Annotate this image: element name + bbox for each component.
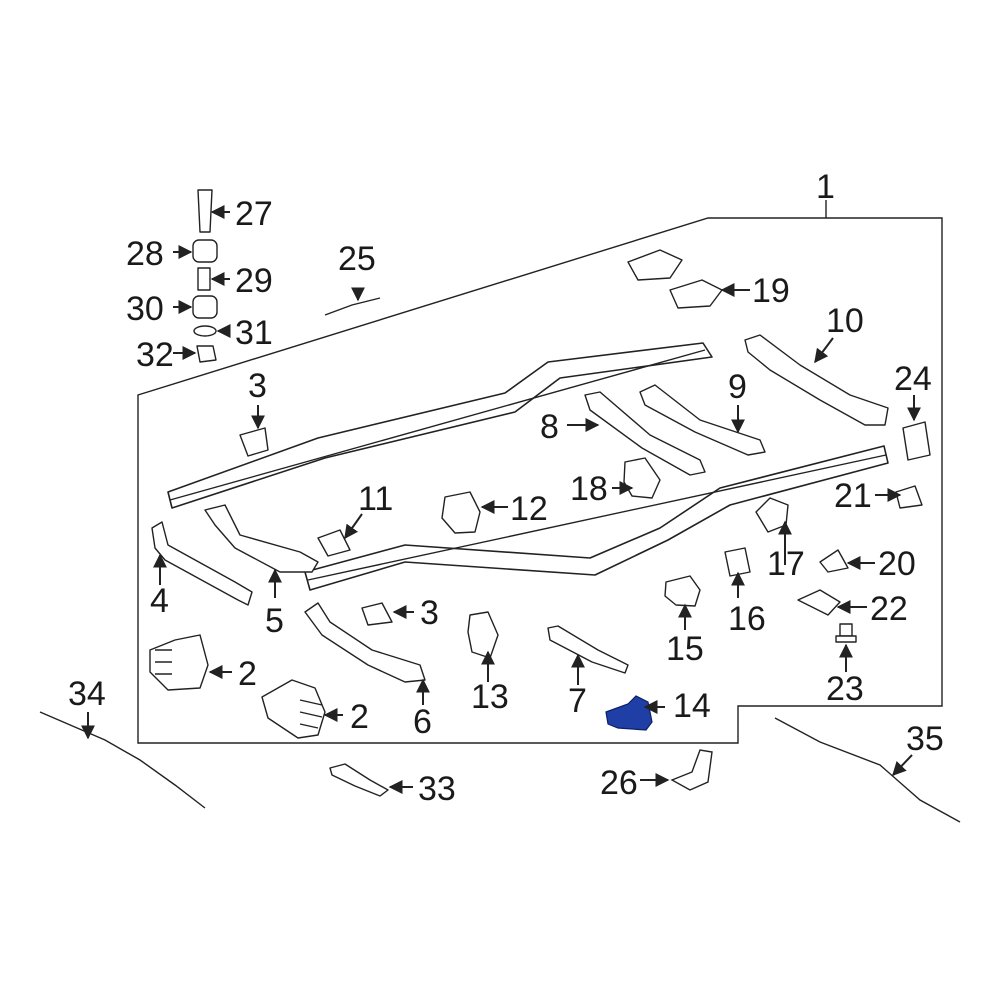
callout-9[interactable]: 9 [728,368,747,406]
callout-25[interactable]: 25 [338,240,376,278]
crossmember-10[interactable] [744,334,889,426]
callout-16[interactable]: 16 [728,600,766,638]
cushion-30[interactable] [192,295,218,319]
mount-18[interactable] [623,457,661,499]
callout-4[interactable]: 4 [150,582,169,620]
callout-3-lower[interactable]: 3 [420,594,439,632]
callout-11[interactable]: 11 [358,480,393,518]
cable-35[interactable] [774,717,961,823]
bracket-11[interactable] [317,529,351,557]
tube-25[interactable] [324,297,381,316]
bracket-20[interactable] [819,549,849,573]
callout-22[interactable]: 22 [870,590,908,628]
assembly-outline [137,217,943,744]
crossmember-6[interactable] [304,602,426,683]
callout-32[interactable]: 32 [136,336,174,374]
callout-12[interactable]: 12 [510,490,548,528]
bracket-26[interactable] [670,749,713,791]
bracket-3-lower[interactable] [361,602,393,626]
bolt-23[interactable] [835,623,857,643]
frame-rail-left[interactable] [167,342,713,509]
bracket-16[interactable] [724,547,751,577]
bracket-17[interactable] [755,497,789,533]
spacer-29[interactable] [197,267,211,291]
bracket-3-upper[interactable] [239,427,269,457]
crossmember-5[interactable] [204,504,319,573]
bracket-21[interactable] [895,485,923,509]
bracket-2-upper[interactable] [149,634,209,691]
callout-34[interactable]: 34 [68,675,106,713]
bolt-27[interactable] [197,189,213,233]
frame-rail-right[interactable] [304,445,889,591]
callout-26[interactable]: 26 [600,764,638,802]
mount-13[interactable] [467,611,499,659]
callout-21[interactable]: 21 [834,477,872,515]
callout-33[interactable]: 33 [418,770,456,808]
nut-32[interactable] [196,345,217,363]
crossmember-9[interactable] [639,384,766,456]
bracket-33[interactable] [329,763,389,797]
callout-18[interactable]: 18 [570,470,608,508]
callout-27[interactable]: 27 [235,195,273,233]
callout-3-upper[interactable]: 3 [248,367,267,405]
mount-12[interactable] [441,491,481,534]
callout-35[interactable]: 35 [906,720,944,758]
cable-34[interactable] [39,711,206,809]
callout-29[interactable]: 29 [235,262,273,300]
callout-17[interactable]: 17 [767,545,805,583]
callout-14[interactable]: 14 [673,687,711,725]
plate-19-b[interactable] [669,279,723,309]
callout-24[interactable]: 24 [894,360,932,398]
crossmember-8[interactable] [584,391,706,476]
callout-15[interactable]: 15 [666,630,704,668]
callout-2-lower[interactable]: 2 [350,698,369,736]
callout-7[interactable]: 7 [568,682,587,720]
bracket-14-highlighted[interactable] [605,695,653,731]
callout-10[interactable]: 10 [826,302,864,340]
callout-2-upper[interactable]: 2 [238,655,257,693]
washer-31[interactable] [193,325,217,337]
callout-1[interactable]: 1 [816,168,835,206]
callout-28[interactable]: 28 [126,235,164,273]
callout-30[interactable]: 30 [126,290,164,328]
callout-20[interactable]: 20 [878,545,916,583]
plate-19-a[interactable] [627,249,683,281]
callout-8[interactable]: 8 [540,408,559,446]
bracket-2-lower[interactable] [261,679,326,739]
cap-24[interactable] [902,421,931,461]
callout-31[interactable]: 31 [235,314,273,352]
plate-22[interactable] [797,589,841,616]
callout-6[interactable]: 6 [413,703,432,741]
cushion-28[interactable] [192,239,218,263]
callout-5[interactable]: 5 [265,602,284,640]
callout-13[interactable]: 13 [471,678,509,716]
mount-15[interactable] [664,575,701,607]
crossmember-7[interactable] [547,625,629,674]
mount-stack [192,189,218,363]
callout-19[interactable]: 19 [752,272,790,310]
callout-23[interactable]: 23 [826,670,864,708]
